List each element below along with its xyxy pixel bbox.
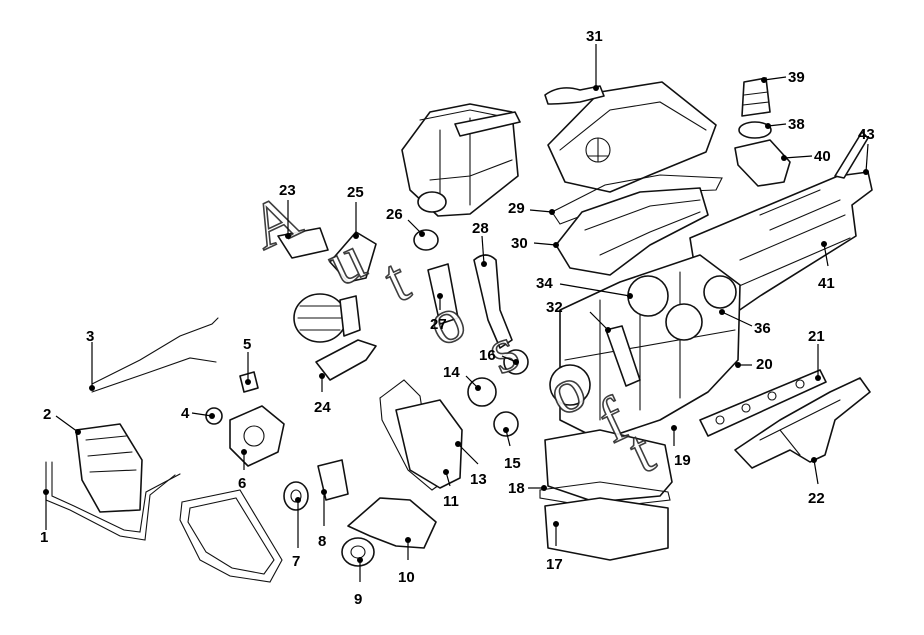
valve-cover-end (734, 77, 791, 187)
callout-label: 27 (430, 316, 447, 333)
alternator (293, 293, 361, 343)
callout-27[interactable]: 27 (430, 293, 447, 333)
callout-20[interactable]: 20 (735, 356, 773, 373)
callout-11[interactable]: 11 (443, 469, 459, 510)
callout-label: 13 (470, 471, 487, 488)
callout-label: 17 (546, 556, 563, 573)
callout-6[interactable]: 6 (238, 449, 247, 492)
callout-label: 23 (279, 182, 296, 199)
pulleys (283, 459, 375, 567)
callout-5[interactable]: 5 (243, 336, 251, 385)
callout-29[interactable]: 29 (508, 200, 555, 217)
watermark-letter: t (373, 244, 419, 316)
callout-8[interactable]: 8 (318, 489, 327, 550)
callout-label: 5 (243, 336, 251, 353)
callout-label: 32 (546, 299, 563, 316)
callout-3[interactable]: 3 (86, 328, 95, 391)
cylinder-head (555, 187, 709, 276)
callout-label: 4 (181, 405, 190, 422)
callout-36[interactable]: 36 (719, 309, 771, 337)
callout-24[interactable]: 24 (314, 373, 331, 416)
callout-label: 26 (386, 206, 403, 223)
callout-2[interactable]: 2 (43, 406, 81, 435)
drive-belt (179, 489, 283, 583)
intake-pipes (413, 229, 513, 349)
callout-34[interactable]: 34 (536, 275, 633, 299)
callout-9[interactable]: 9 (354, 557, 363, 608)
callout-label: 14 (443, 364, 460, 381)
callout-38[interactable]: 38 (765, 116, 805, 133)
callout-label: 11 (443, 493, 459, 510)
callout-41[interactable]: 41 (818, 241, 835, 292)
callout-label: 34 (536, 275, 553, 292)
callout-31[interactable]: 31 (586, 28, 603, 91)
exhaust-gasket (699, 369, 827, 437)
callout-label: 43 (858, 126, 875, 143)
callout-label: 9 (354, 591, 362, 608)
callout-label: 21 (808, 328, 825, 345)
callout-28[interactable]: 28 (472, 220, 489, 267)
callout-label: 41 (818, 275, 835, 292)
callout-label: 25 (347, 184, 364, 201)
callout-40[interactable]: 40 (781, 148, 831, 165)
callout-25[interactable]: 25 (347, 184, 364, 239)
callout-label: 24 (314, 399, 331, 416)
callout-7[interactable]: 7 (292, 497, 301, 570)
callout-43[interactable]: 43 (858, 126, 875, 175)
callout-label: 7 (292, 553, 300, 570)
callout-16[interactable]: 16 (479, 347, 519, 365)
callout-label: 39 (788, 69, 805, 86)
callout-label: 31 (586, 28, 603, 45)
callout-19[interactable]: 19 (671, 425, 691, 469)
air-filter-housing (401, 103, 521, 217)
exhaust-manifold (734, 377, 871, 469)
callout-39[interactable]: 39 (761, 69, 805, 86)
callout-label: 18 (508, 480, 525, 497)
callout-label: 8 (318, 533, 326, 550)
callout-label: 28 (472, 220, 489, 237)
callout-label: 15 (504, 455, 521, 472)
timing-chain (379, 379, 463, 491)
callout-14[interactable]: 14 (443, 364, 481, 391)
engine-block (549, 254, 741, 441)
callout-32[interactable]: 32 (546, 299, 611, 333)
callout-label: 30 (511, 235, 528, 252)
oil-pan (539, 429, 673, 561)
callout-label: 36 (754, 320, 771, 337)
callouts: 1 2 3 4 5 6 7 8 (40, 28, 875, 608)
callout-label: 40 (814, 148, 831, 165)
callout-17[interactable]: 17 (546, 521, 563, 573)
callout-label: 3 (86, 328, 94, 345)
callout-1[interactable]: 1 (40, 489, 49, 546)
control-module (75, 423, 143, 513)
callout-label: 22 (808, 490, 825, 507)
callout-label: 19 (674, 452, 691, 469)
callout-13[interactable]: 13 (455, 441, 487, 488)
callout-21[interactable]: 21 (808, 328, 825, 381)
callout-label: 6 (238, 475, 246, 492)
callout-10[interactable]: 10 (398, 537, 415, 586)
callout-label: 20 (756, 356, 773, 373)
callout-23[interactable]: 23 (279, 182, 296, 239)
callout-label: 38 (788, 116, 805, 133)
callout-30[interactable]: 30 (511, 235, 559, 252)
callout-label: 16 (479, 347, 496, 364)
callout-22[interactable]: 22 (808, 457, 825, 507)
tensioner-bracket (347, 497, 437, 549)
brackets (277, 227, 377, 381)
callout-label: 1 (40, 529, 48, 546)
callout-label: 29 (508, 200, 525, 217)
callout-18[interactable]: 18 (508, 480, 547, 497)
callout-15[interactable]: 15 (503, 427, 521, 472)
callout-26[interactable]: 26 (386, 206, 425, 237)
callout-4[interactable]: 4 (181, 405, 215, 422)
callout-label: 2 (43, 406, 51, 423)
engine-cover (544, 81, 717, 193)
callout-label: 10 (398, 569, 415, 586)
